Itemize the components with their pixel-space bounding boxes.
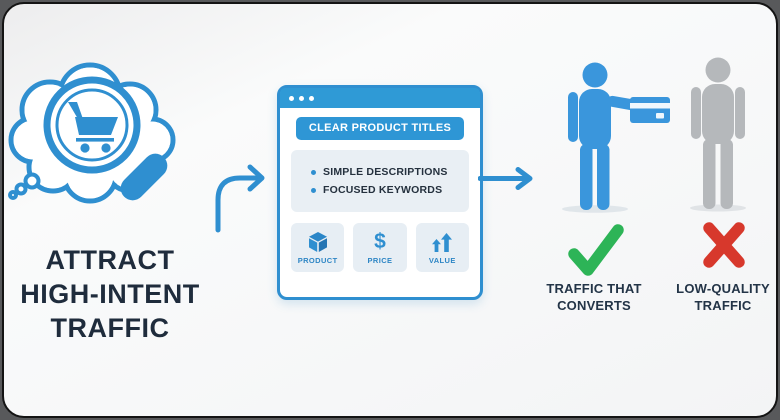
magnifier-handle-icon	[120, 153, 168, 201]
buyer-figure	[562, 62, 670, 213]
thought-bubble-search-icon	[8, 62, 176, 204]
feature-card-product: PRODUCT	[291, 223, 345, 272]
outcome-line: CONVERTS	[557, 297, 631, 313]
thought-dots-icon	[8, 172, 41, 200]
cross-icon	[703, 222, 745, 268]
headline-line: HIGH-INTENT	[20, 279, 200, 309]
headline: ATTRACT HIGH-INTENT TRAFFIC	[6, 243, 214, 345]
credit-card-icon	[630, 97, 670, 123]
feature-card-value: VALUE	[415, 223, 469, 272]
browser-titlebar	[280, 88, 480, 108]
cube-icon	[307, 231, 329, 253]
bullet-label: FOCUSED KEYWORDS	[323, 184, 443, 196]
curved-flow-arrow-icon	[215, 164, 265, 233]
low-quality-figure	[690, 57, 746, 212]
bullet-dot-icon	[311, 187, 316, 193]
feature-row: PRODUCT $ PRICE VALUE	[291, 223, 469, 272]
dollar-icon: $	[374, 229, 386, 253]
bullet-label: SIMPLE DESCRIPTIONS	[323, 166, 448, 178]
outcome-label-converts: TRAFFIC THAT CONVERTS	[538, 281, 650, 314]
feature-label: PRICE	[367, 255, 393, 265]
figure-head	[705, 57, 731, 83]
outcome-label-low-quality: LOW-QUALITY TRAFFIC	[667, 281, 779, 314]
bullet-list: SIMPLE DESCRIPTIONS FOCUSED KEYWORDS	[291, 150, 469, 212]
up-arrows-icon	[431, 231, 453, 253]
outcome-line: TRAFFIC THAT	[546, 281, 642, 296]
outcome-line: TRAFFIC	[694, 297, 752, 313]
check-icon	[568, 224, 624, 276]
headline-line: ATTRACT	[45, 245, 175, 275]
figure-shadow	[690, 204, 746, 212]
bullet-item: SIMPLE DESCRIPTIONS	[311, 166, 469, 178]
feature-card-price: $ PRICE	[353, 223, 407, 272]
cart-icon	[68, 102, 118, 153]
straight-flow-arrow-icon	[478, 167, 533, 190]
outcome-line: LOW-QUALITY	[676, 281, 770, 296]
window-dot-icon	[299, 95, 304, 101]
feature-label: PRODUCT	[297, 255, 338, 265]
feature-label: VALUE	[428, 255, 456, 265]
clear-product-titles-banner: CLEAR PRODUCT TITLES	[296, 117, 464, 140]
bullet-item: FOCUSED KEYWORDS	[311, 184, 469, 196]
bullet-dot-icon	[311, 169, 316, 175]
browser-mockup: CLEAR PRODUCT TITLES SIMPLE DESCRIPTIONS…	[277, 85, 483, 300]
window-dot-icon	[309, 95, 314, 101]
headline-line: TRAFFIC	[50, 313, 170, 343]
window-dot-icon	[289, 95, 294, 101]
figure-head	[582, 62, 608, 88]
figure-shadow	[562, 205, 628, 213]
